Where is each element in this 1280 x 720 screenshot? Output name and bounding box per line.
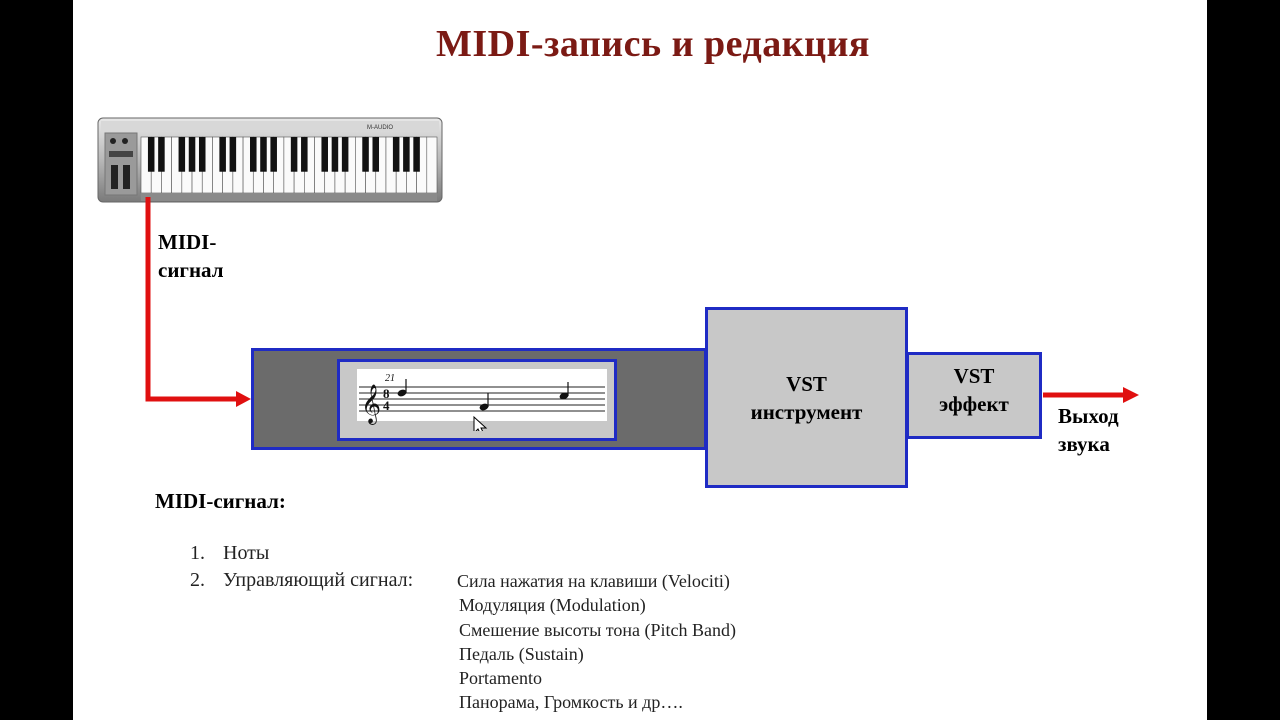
control-signal-item: Педаль (Sustain): [459, 642, 584, 666]
treble-clef-icon: 𝄞: [361, 384, 381, 425]
score-editor: 21 𝄞 8 4: [337, 359, 617, 441]
black-key: [321, 137, 328, 172]
black-key: [403, 137, 410, 172]
midi-keyboard-image: M-AUDIO: [97, 115, 447, 207]
black-key: [342, 137, 349, 172]
black-key: [372, 137, 379, 172]
black-key: [158, 137, 165, 172]
black-key: [260, 137, 267, 172]
control-signal-item: Смешение высоты тона (Pitch Band): [459, 618, 736, 642]
black-key: [250, 137, 257, 172]
list-item-num: 1.: [190, 541, 205, 565]
black-key: [270, 137, 277, 172]
section-heading: MIDI-сигнал:: [155, 487, 286, 515]
black-key: [179, 137, 186, 172]
vst-instrument-box: VST инструмент: [705, 307, 908, 488]
measure-number: 21: [385, 373, 395, 384]
black-key: [413, 137, 420, 172]
control-signal-item: Модуляция (Modulation): [459, 593, 646, 617]
black-key: [291, 137, 298, 172]
control-signal-item: Панорама, Громкость и др….: [459, 690, 683, 714]
black-key: [393, 137, 400, 172]
white-key: [427, 137, 437, 193]
list-item-notes: Ноты: [223, 541, 269, 565]
black-key: [148, 137, 155, 172]
list-item-control-signal: Управляющий сигнал:: [223, 568, 413, 592]
control-signal-item: Сила нажатия на клавиши (Velociti): [457, 569, 730, 593]
vst-effect-label: VST эффект: [909, 362, 1039, 418]
time-signature-bottom-icon: 4: [383, 398, 390, 413]
black-key: [189, 137, 196, 172]
midi-connector-arrow: [133, 195, 263, 415]
slide: MIDI-запись и редакция M-AUDIO MIDI- сиг…: [73, 0, 1207, 720]
black-key: [219, 137, 226, 172]
output-label: Выход звука: [1058, 402, 1119, 458]
list-item-num: 2.: [190, 568, 205, 592]
score-staff: 21 𝄞 8 4: [357, 369, 607, 431]
vst-effect-box: VST эффект: [906, 352, 1042, 439]
keyboard-keys: [141, 137, 437, 193]
black-key: [332, 137, 339, 172]
black-key: [230, 137, 237, 172]
control-signal-item: Portamento: [459, 666, 542, 690]
vst-instrument-label: VST инструмент: [708, 370, 905, 426]
black-key: [362, 137, 369, 172]
keyboard-brand: M-AUDIO: [367, 125, 393, 131]
slide-title: MIDI-запись и редакция: [73, 22, 1207, 66]
black-key: [301, 137, 308, 172]
black-key: [199, 137, 206, 172]
